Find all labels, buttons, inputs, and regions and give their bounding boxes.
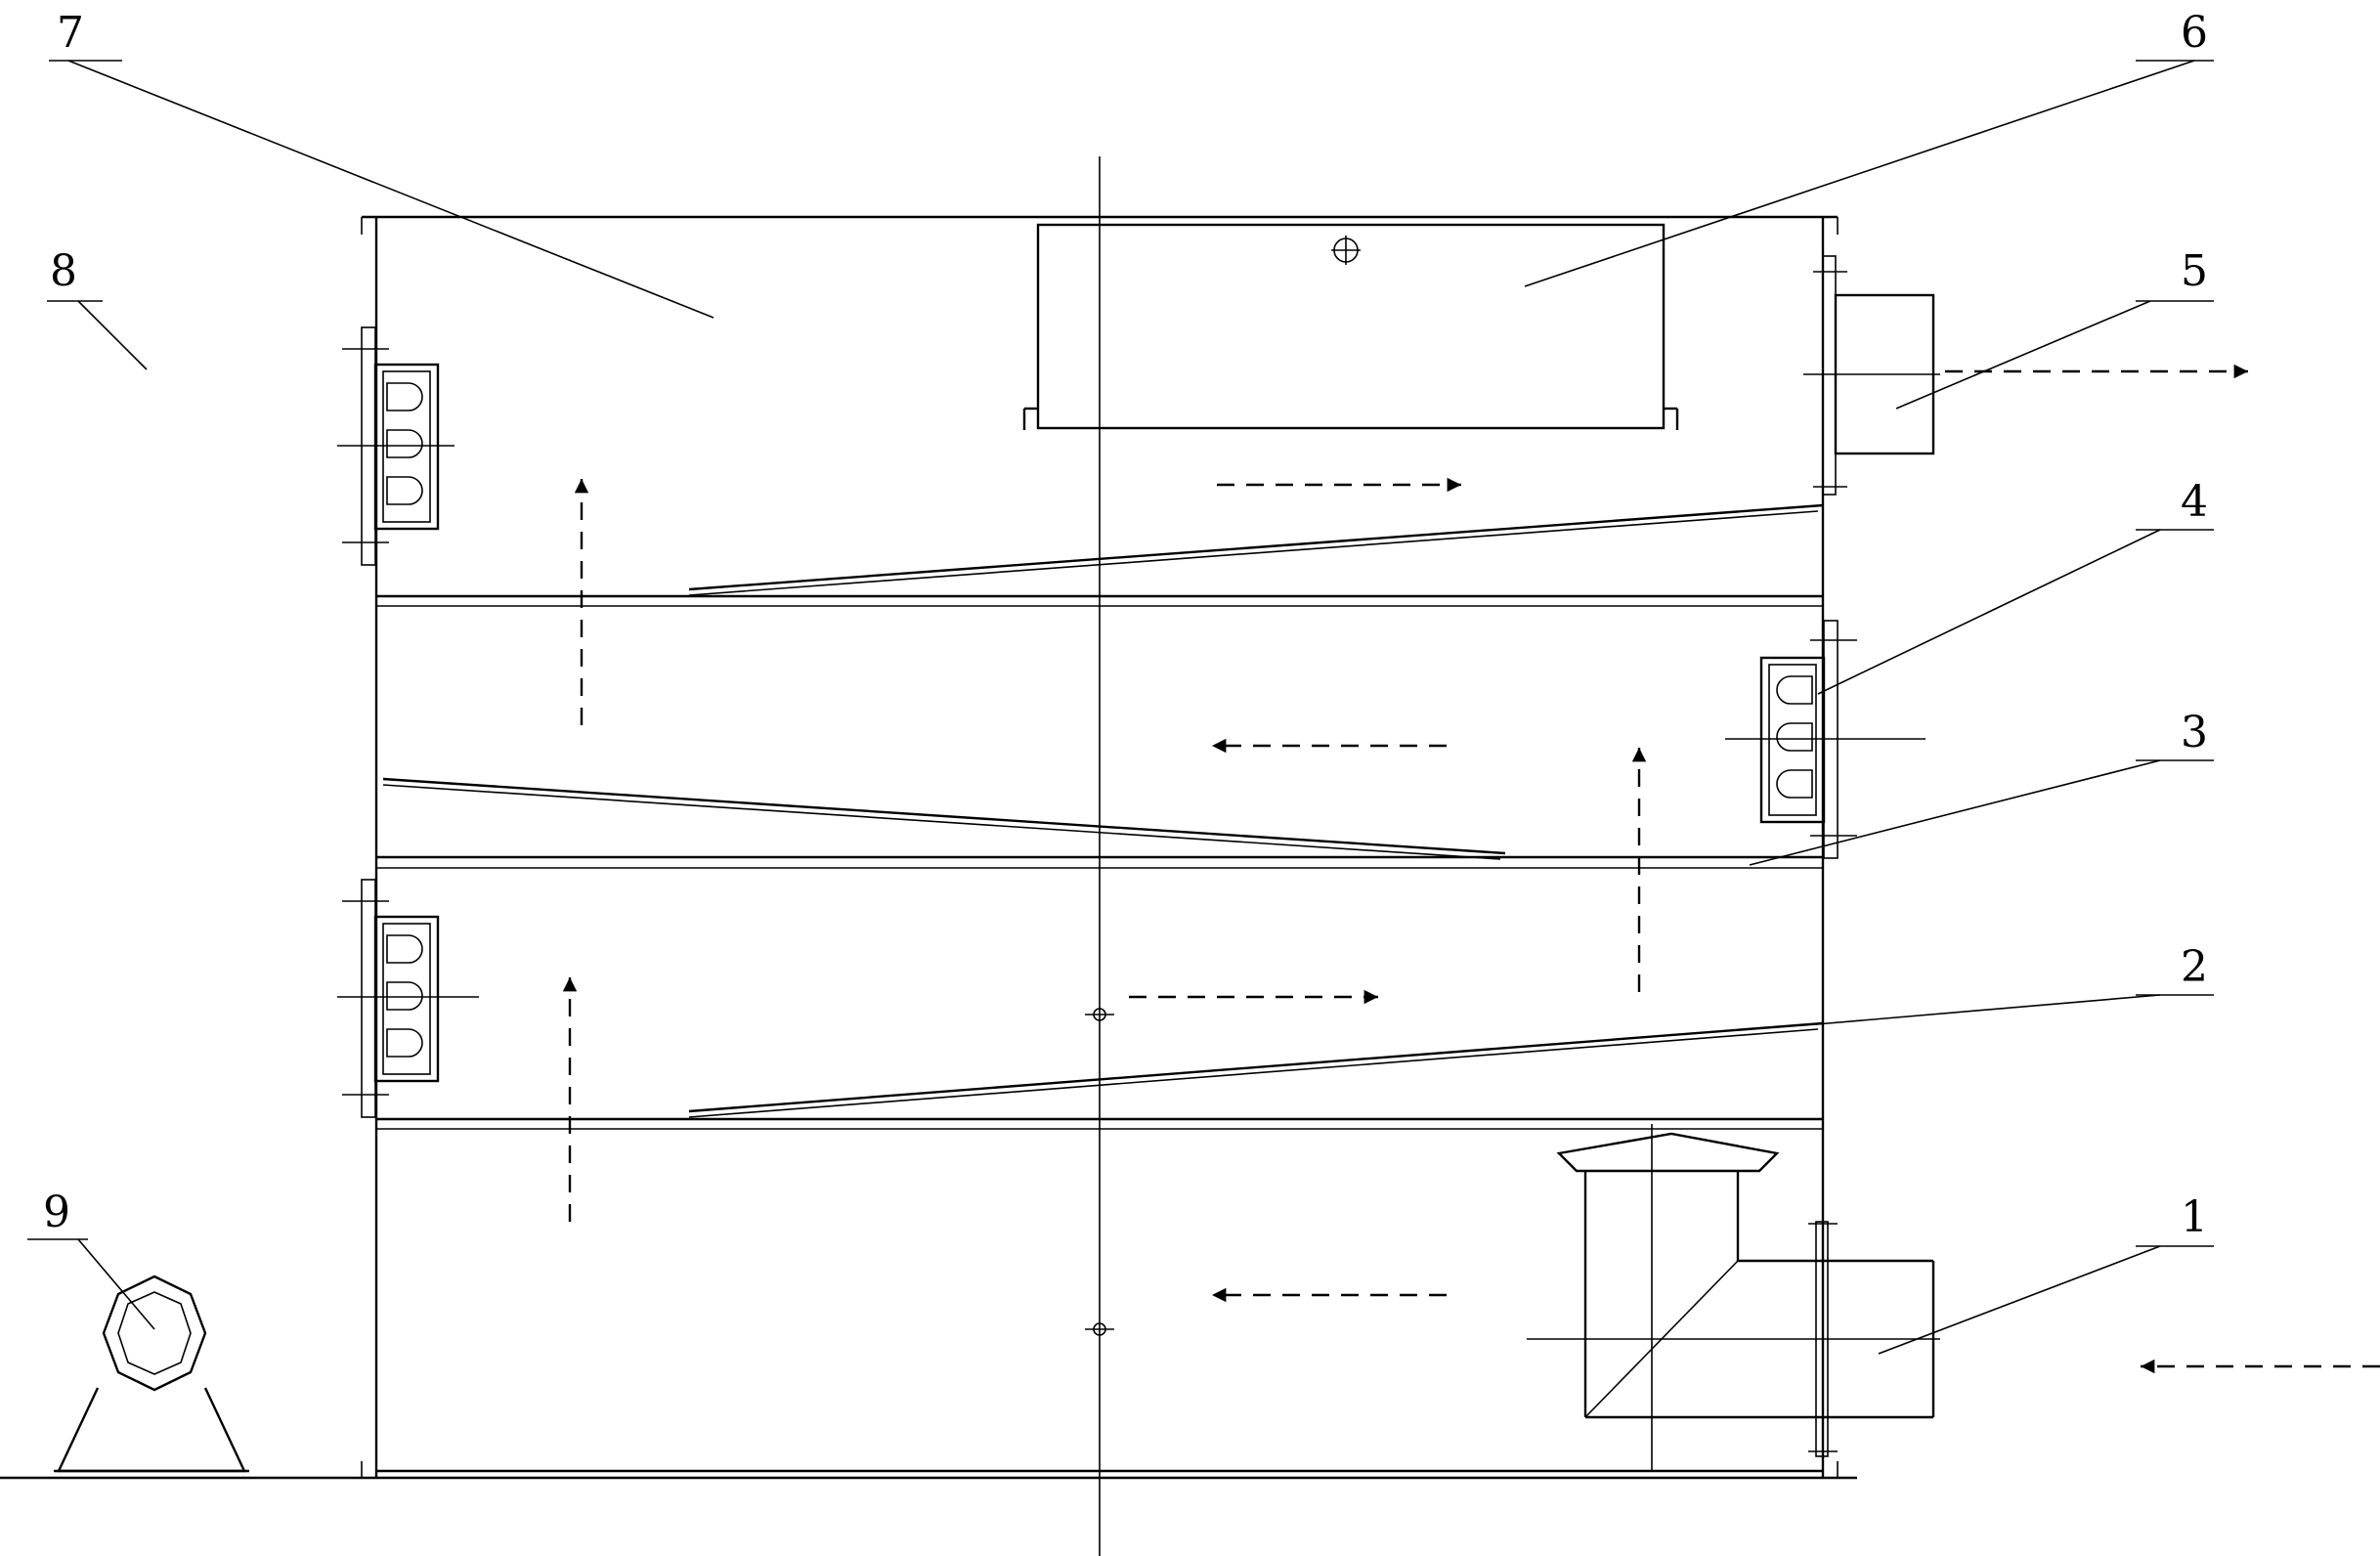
callout-3: 3 [2181, 708, 2208, 757]
blower-fan [54, 1275, 249, 1473]
exhaust-outlet [1803, 255, 1940, 496]
deck-separators [376, 594, 1823, 1130]
airflow-arrows [562, 364, 2380, 1374]
air-inlet-pipe [1527, 1132, 1940, 1457]
callout-5: 5 [2181, 246, 2208, 296]
callout-7: 7 [57, 8, 84, 58]
callout-1: 1 [2181, 1192, 2208, 1242]
heater-unit-lower-left [337, 879, 479, 1118]
leader-lines [27, 60, 2214, 1355]
conveyor-plates [382, 503, 1824, 1118]
callout-8: 8 [50, 246, 77, 296]
callout-labels: 7 6 8 5 4 3 2 1 9 [43, 8, 2208, 1242]
centre-marks [1085, 1008, 1114, 1336]
callout-2: 2 [2181, 942, 2208, 992]
feed-hopper [1022, 223, 1679, 430]
callout-9: 9 [43, 1188, 70, 1237]
heater-unit-middle-right [1725, 620, 1926, 859]
heater-unit-upper-left [337, 326, 454, 566]
callout-6: 6 [2181, 8, 2208, 58]
callout-4: 4 [2181, 477, 2208, 527]
